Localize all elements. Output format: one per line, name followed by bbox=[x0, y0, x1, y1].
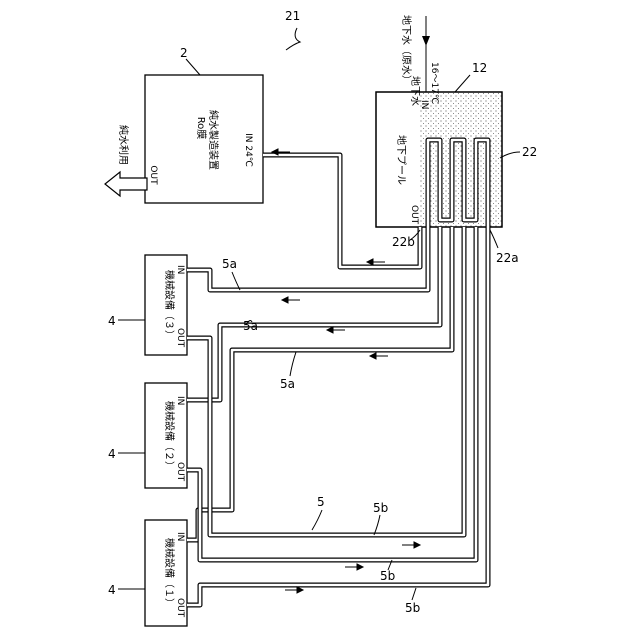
groundwater-temp: 16～17℃ bbox=[429, 62, 439, 104]
ro-device-leader bbox=[186, 59, 200, 75]
ro-device-ref: 2 bbox=[180, 46, 188, 60]
ro-device-in-label: IN 24℃ bbox=[243, 133, 253, 167]
ref-5b-1: 5b bbox=[373, 501, 388, 515]
machine-1-out-label: OUT bbox=[175, 598, 185, 618]
machine-2-out-label: OUT bbox=[175, 462, 185, 482]
groundwater-label-2: 地下水 bbox=[409, 76, 422, 106]
ref-5a-2: 5a bbox=[243, 319, 258, 333]
flow-arrow-icon bbox=[282, 297, 300, 303]
machine-1-in-label: IN bbox=[175, 532, 185, 541]
ref-5b-3: 5b bbox=[405, 601, 420, 615]
machine-2-label: 機械設備（２） bbox=[163, 401, 176, 471]
flow-arrow-icon bbox=[285, 587, 303, 593]
ref-22a: 22a bbox=[496, 251, 519, 265]
pipe-5a-2 bbox=[187, 227, 440, 400]
ro-device-label-1: Ro膜 bbox=[195, 117, 207, 140]
pipe-5b-1 bbox=[187, 227, 464, 535]
pure-water-label: 純水利用 bbox=[117, 125, 130, 165]
machine-3-in-label: IN bbox=[175, 265, 185, 274]
machine-2-ref: 4 bbox=[108, 447, 116, 461]
pool-ref-leader bbox=[455, 75, 470, 92]
machine-1: 機械設備（１） IN OUT 4 bbox=[108, 520, 187, 626]
figure-ref-leader bbox=[286, 28, 300, 50]
ro-device: 2 Ro膜 純水製造装置 IN 24℃ OUT bbox=[145, 46, 263, 203]
pool-ref: 12 bbox=[472, 61, 487, 75]
machine-2: 機械設備（２） IN OUT 4 bbox=[108, 383, 187, 488]
ref-5b-2: 5b bbox=[380, 569, 395, 583]
machine-3-out-label: OUT bbox=[175, 328, 185, 348]
ref-22b: 22b bbox=[392, 235, 415, 249]
pure-water-arrow-icon bbox=[105, 172, 147, 196]
ref-5a-1: 5a bbox=[222, 257, 237, 271]
ro-device-label-2: 純水製造装置 bbox=[207, 110, 220, 170]
flow-arrow-icon bbox=[327, 327, 345, 333]
flow-arrow-icon bbox=[345, 564, 363, 570]
figure-ref: 21 bbox=[285, 9, 300, 23]
machine-1-ref: 4 bbox=[108, 583, 116, 597]
ref-5a-3: 5a bbox=[280, 377, 295, 391]
pool-out-label: OUT bbox=[409, 205, 419, 225]
ref-main-5: 5 bbox=[317, 495, 325, 509]
pool-label: 地下プール bbox=[395, 135, 408, 185]
flow-arrow-icon bbox=[370, 353, 388, 359]
machine-2-in-label: IN bbox=[175, 396, 185, 405]
flow-arrow-icon bbox=[367, 259, 385, 265]
groundwater-label: 地下水（原水） bbox=[400, 15, 413, 85]
machine-3: 機械設備（３） IN OUT 4 bbox=[108, 255, 187, 355]
machine-3-ref: 4 bbox=[108, 314, 116, 328]
ref-22: 22 bbox=[522, 145, 537, 159]
machine-3-label: 機械設備（３） bbox=[163, 270, 176, 340]
machine-1-label: 機械設備（１） bbox=[163, 538, 176, 608]
pure-water-output: 純水利用 bbox=[105, 125, 147, 196]
pipe-5a-3 bbox=[187, 227, 452, 540]
flow-arrow-icon bbox=[402, 542, 420, 548]
ro-device-out-label: OUT bbox=[148, 165, 158, 185]
groundwater-arrow-icon bbox=[422, 36, 430, 46]
